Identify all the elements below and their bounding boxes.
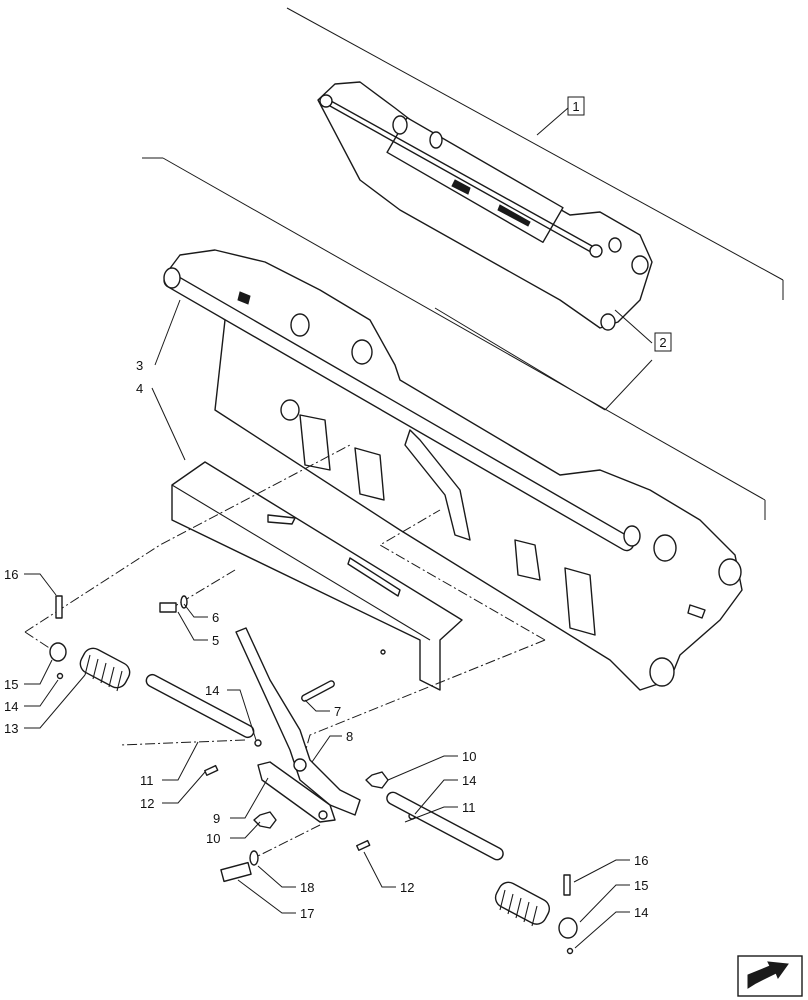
lower-frame-assembly: [142, 157, 766, 691]
callout-11-left: 11: [140, 773, 154, 788]
cover-plate: [171, 461, 463, 691]
callout-15-right: 15: [634, 878, 648, 893]
callout-3: 3: [136, 358, 143, 373]
callout-1: 1: [567, 96, 585, 116]
callout-16-right: 16: [634, 853, 648, 868]
callouts: 1 2 3 4 5 6 7 8 9 10 10 11 11 12 12 13 1…: [4, 96, 672, 921]
right-spring: [494, 881, 551, 927]
callout-12-right: 12: [400, 880, 414, 895]
callout-10-left: 10: [206, 831, 220, 846]
callout-15-left: 15: [4, 677, 18, 692]
callout-4: 4: [136, 381, 143, 396]
callout-8: 8: [346, 729, 353, 744]
callout-14-bottom: 14: [634, 905, 648, 920]
callout-label: 1: [572, 99, 579, 114]
callout-6: 6: [212, 610, 219, 625]
callout-12-left: 12: [140, 796, 154, 811]
upper-frame-assembly: [286, 7, 784, 344]
arrow-next-icon[interactable]: [737, 955, 803, 997]
callout-16-left: 16: [4, 567, 18, 582]
callout-label: 2: [659, 335, 666, 350]
callout-2: 2: [654, 332, 672, 352]
callout-5: 5: [212, 633, 219, 648]
callout-11-right: 11: [462, 800, 476, 815]
leader-lines: [24, 573, 630, 949]
hardware: [49, 595, 578, 955]
callout-7: 7: [334, 704, 341, 719]
callout-13: 13: [4, 721, 18, 736]
callout-17: 17: [300, 906, 314, 921]
callout-10-right: 10: [462, 749, 476, 764]
left-spring: [79, 647, 131, 692]
callout-14-left: 14: [4, 699, 18, 714]
callout-9: 9: [213, 811, 220, 826]
callout-14-right: 14: [462, 773, 476, 788]
callout-14-center: 14: [205, 683, 219, 698]
callout-18: 18: [300, 880, 314, 895]
